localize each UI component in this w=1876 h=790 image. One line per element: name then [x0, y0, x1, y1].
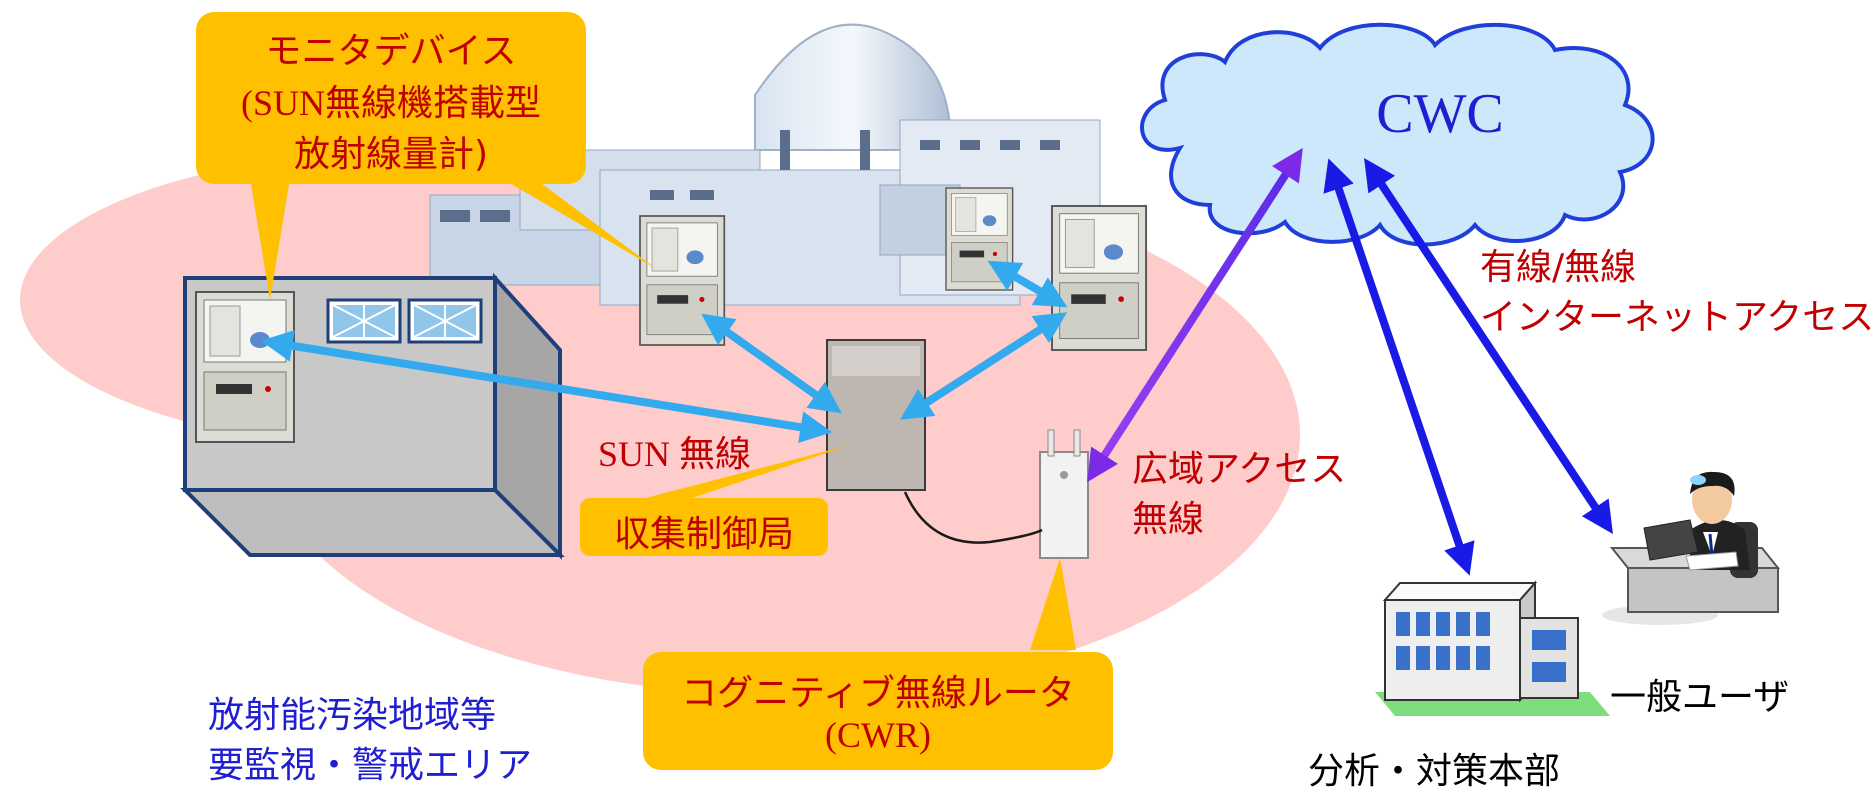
internet-label-2: インターネットアクセス [1480, 297, 1875, 338]
cwr-router [1039, 429, 1089, 559]
building-window [407, 298, 483, 344]
area-label-1: 放射能汚染地域等 [208, 695, 497, 736]
callout-collector [580, 445, 850, 556]
sun-radio-label: SUN 無線 [598, 434, 752, 474]
monitor-device [195, 291, 295, 443]
wide-area-label-2: 無線 [1132, 499, 1205, 540]
collection-station [826, 339, 926, 491]
hq-building [1375, 580, 1610, 716]
callout-router-abbr: (CWR) [825, 715, 931, 755]
user-label: 一般ユーザ [1610, 677, 1790, 718]
callout-monitor-title: モニタデバイス [265, 31, 517, 72]
cable [903, 491, 1043, 544]
wide-area-label-1: 広域アクセス [1132, 449, 1347, 490]
internet-label-1: 有線/無線 [1480, 247, 1637, 288]
callout-router-name: コグニティブ無線ルータ [681, 673, 1075, 714]
area-label-2: 要監視・警戒エリア [208, 745, 533, 786]
sun-link [260, 329, 833, 444]
callout-router [643, 558, 1113, 770]
hq-label: 分析・対策本部 [1308, 751, 1561, 790]
monitor-device [945, 187, 1014, 291]
user-at-desk [1602, 471, 1781, 625]
monitor-device [1051, 205, 1148, 351]
sun-link [899, 312, 1068, 420]
wide-area-link [1087, 147, 1303, 483]
cwc-label: CWC [1376, 83, 1504, 145]
sun-link [701, 313, 842, 414]
callout-monitor-meter: 放射線量計) [293, 134, 489, 175]
callout-monitor-device [196, 12, 655, 300]
callout-collector-label: 収集制御局 [613, 514, 794, 555]
internet-link-user [1364, 157, 1613, 535]
sun-link [987, 260, 1068, 308]
callout-monitor-type: (SUN無線機搭載型 [240, 83, 541, 123]
building-window [326, 298, 402, 344]
